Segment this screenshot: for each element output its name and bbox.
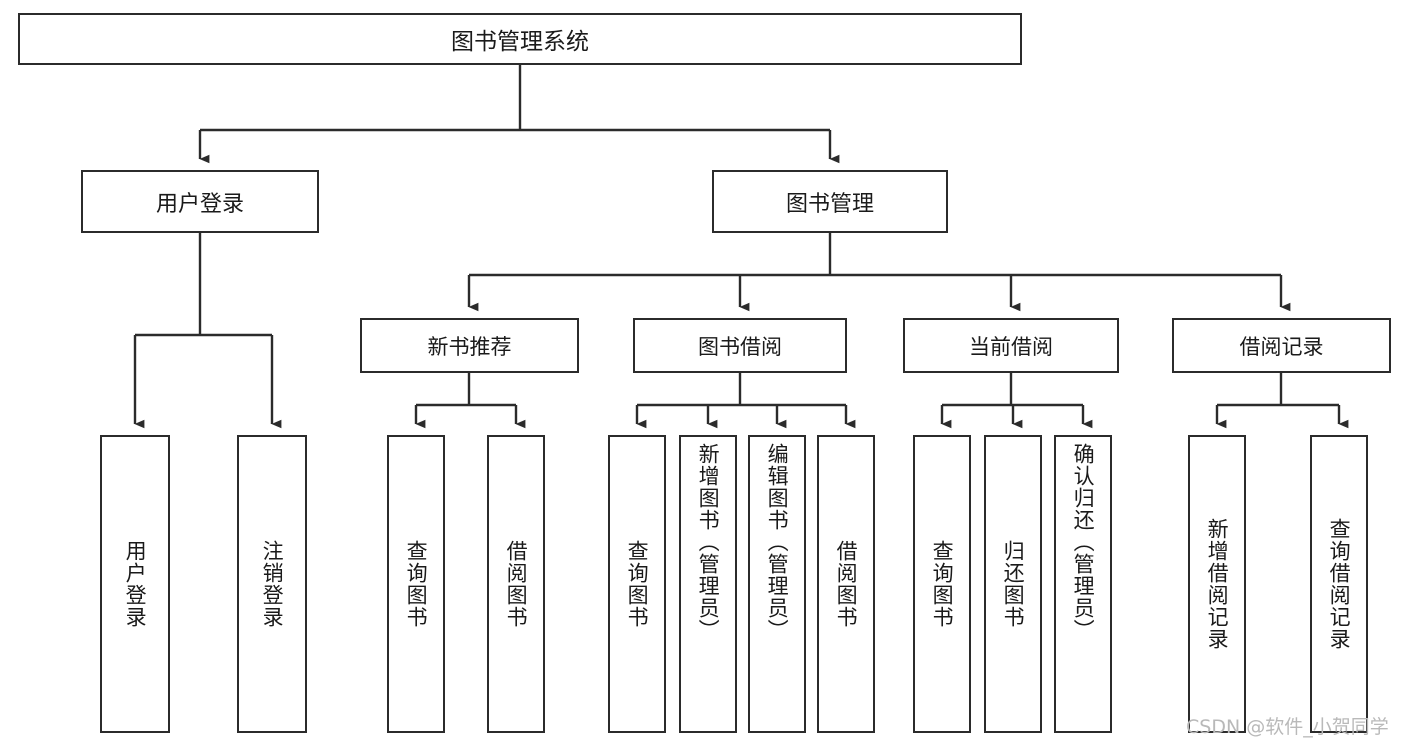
node-level2-新书推荐-label: 新书推荐 xyxy=(427,334,512,359)
node-root-图书管理系统-label: 图书管理系统 xyxy=(451,29,589,55)
node-leaf-6[interactable]: 编辑图书（管理员） xyxy=(748,435,806,733)
node-leaf-3[interactable]: 借阅图书 xyxy=(487,435,545,733)
node-leaf-1-label: 注销登录 xyxy=(260,540,285,628)
node-leaf-0-label: 用户登录 xyxy=(123,540,148,628)
node-level2-当前借阅[interactable]: 当前借阅 xyxy=(903,318,1119,373)
node-leaf-11[interactable]: 新增借阅记录 xyxy=(1188,435,1246,733)
node-level1-图书管理[interactable]: 图书管理 xyxy=(712,170,948,233)
node-level1-用户登录[interactable]: 用户登录 xyxy=(81,170,319,233)
node-level2-借阅记录-label: 借阅记录 xyxy=(1239,334,1324,359)
node-leaf-4[interactable]: 查询图书 xyxy=(608,435,666,733)
node-level2-图书借阅[interactable]: 图书借阅 xyxy=(633,318,847,373)
node-leaf-5[interactable]: 新增图书（管理员） xyxy=(679,435,737,733)
node-leaf-9[interactable]: 归还图书 xyxy=(984,435,1042,733)
node-leaf-3-label: 借阅图书 xyxy=(504,540,529,628)
node-level2-借阅记录[interactable]: 借阅记录 xyxy=(1172,318,1391,373)
node-leaf-9-label: 归还图书 xyxy=(1001,540,1026,628)
node-leaf-11-label: 新增借阅记录 xyxy=(1205,518,1230,650)
node-level2-新书推荐[interactable]: 新书推荐 xyxy=(360,318,579,373)
node-leaf-7-label: 借阅图书 xyxy=(834,540,859,628)
node-leaf-7[interactable]: 借阅图书 xyxy=(817,435,875,733)
node-leaf-8[interactable]: 查询图书 xyxy=(913,435,971,733)
watermark-text: CSDN @软件_小贺同学 xyxy=(1186,716,1389,738)
node-leaf-8-label: 查询图书 xyxy=(930,540,955,628)
node-leaf-2-label: 查询图书 xyxy=(404,540,429,628)
node-level2-当前借阅-label: 当前借阅 xyxy=(969,334,1053,359)
node-leaf-1[interactable]: 注销登录 xyxy=(237,435,307,733)
node-leaf-2[interactable]: 查询图书 xyxy=(387,435,445,733)
node-leaf-10[interactable]: 确认归还（管理员） xyxy=(1054,435,1112,733)
node-leaf-4-label: 查询图书 xyxy=(625,540,650,628)
node-leaf-0[interactable]: 用户登录 xyxy=(100,435,170,733)
node-level1-图书管理-label: 图书管理 xyxy=(785,191,874,217)
node-leaf-6-label: 编辑图书（管理员） xyxy=(765,443,790,641)
node-leaf-12-label: 查询借阅记录 xyxy=(1327,518,1352,650)
node-leaf-10-label: 确认归还（管理员） xyxy=(1071,443,1096,641)
node-level1-用户登录-label: 用户登录 xyxy=(155,191,244,217)
node-leaf-5-label: 新增图书（管理员） xyxy=(696,443,721,641)
node-level2-图书借阅-label: 图书借阅 xyxy=(698,334,782,359)
node-leaf-12[interactable]: 查询借阅记录 xyxy=(1310,435,1368,733)
node-root-图书管理系统[interactable]: 图书管理系统 xyxy=(18,13,1022,65)
